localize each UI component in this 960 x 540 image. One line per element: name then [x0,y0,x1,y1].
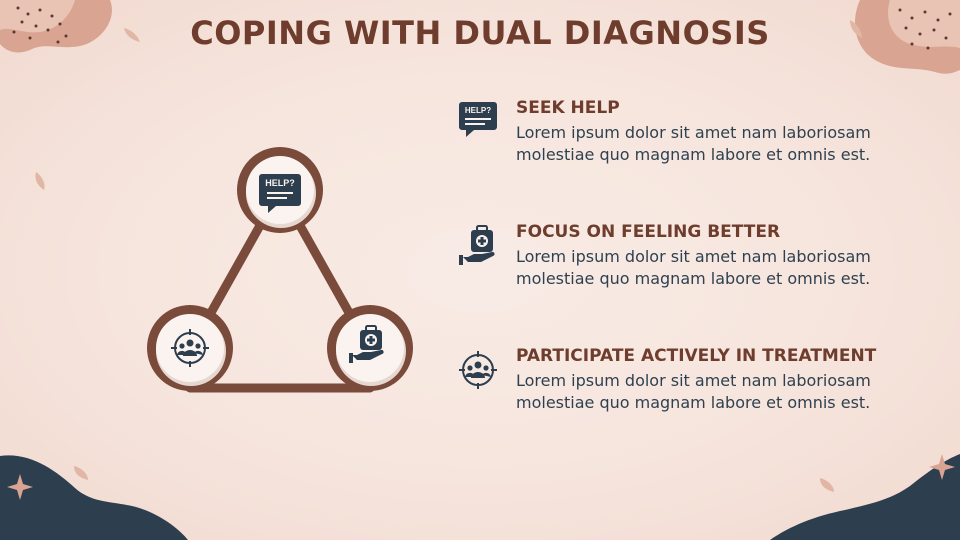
leaf-top-left [124,28,140,42]
top-right-blob-light [888,0,960,48]
help-icon-text: HELP? [265,178,295,188]
help-speech-bubble-icon: HELP? [459,102,497,137]
sparkle-bottom-left [7,474,33,500]
diagram-node-feeling-better [327,305,413,391]
help-icon-text: HELP? [465,106,491,115]
item-heading: PARTICIPATE ACTIVELY IN TREATMENT [516,346,877,366]
slide-title: COPING WITH DUAL DIAGNOSIS [190,14,770,52]
help-speech-bubble-icon: HELP? [259,174,301,213]
diagram-node-treatment [147,305,233,391]
sparkle-bottom-right [929,454,955,480]
cycle-diagram: HELP? [147,147,413,393]
bottom-right-blob [770,454,960,540]
item-body: Lorem ipsum dolor sit amet nam laboriosa… [516,371,871,412]
leaf-bottom-right [820,478,834,492]
leaf-bottom-left [74,466,88,480]
item-body: Lorem ipsum dolor sit amet nam laboriosa… [516,247,871,288]
diagram-node-help: HELP? [237,147,323,233]
leaf-top-right [850,20,862,38]
group-target-icon [459,351,497,389]
item-heading: SEEK HELP [516,98,620,118]
item-body: Lorem ipsum dolor sit amet nam laboriosa… [516,123,871,164]
leaf-left [35,172,45,190]
hand-medical-kit-icon [459,225,495,265]
hand-medical-kit-icon [349,325,384,363]
bottom-left-blob [0,455,188,540]
group-target-icon [171,329,209,367]
item-heading: FOCUS ON FEELING BETTER [516,222,781,242]
